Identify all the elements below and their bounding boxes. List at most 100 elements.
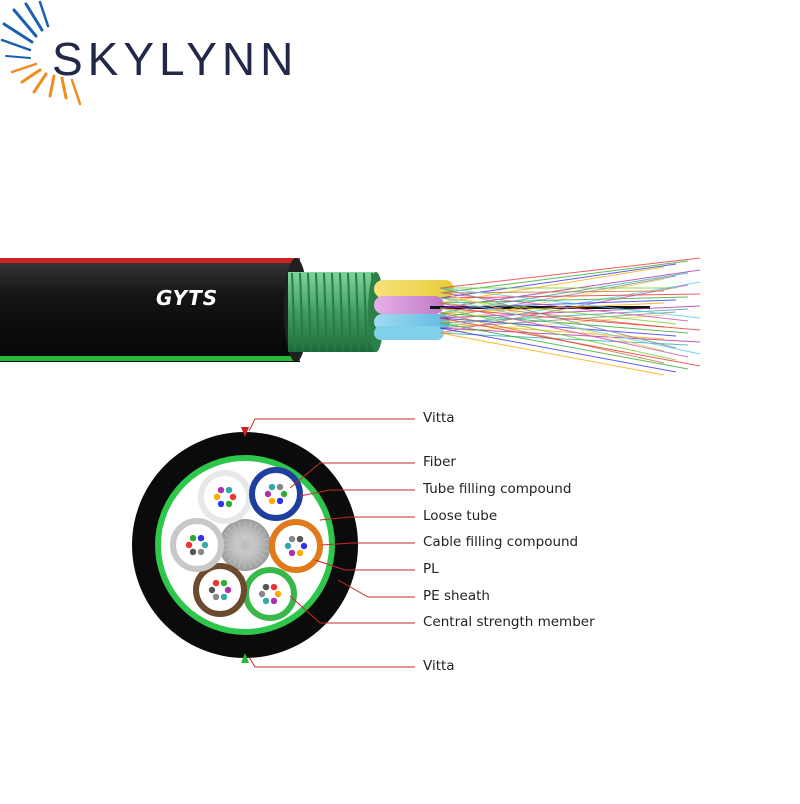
fiber-dot <box>185 541 193 549</box>
callout-vitta-bottom: Vitta <box>423 658 455 674</box>
fiber-dot <box>212 579 220 587</box>
loose-tube <box>198 470 252 524</box>
optical-fiber <box>439 302 665 328</box>
vitta-stripe-red <box>0 258 300 263</box>
fiber-dot <box>217 486 225 494</box>
optical-fiber <box>439 302 689 358</box>
csm-ray <box>244 538 269 546</box>
optical-fiber <box>439 327 677 373</box>
optical-fiber <box>439 307 677 361</box>
callout-leader-line <box>289 462 415 489</box>
callout-leader-line <box>321 542 415 546</box>
loose-tube <box>249 467 303 521</box>
armor-ridge <box>291 272 296 352</box>
optical-fiber <box>439 322 665 340</box>
armor-ridge <box>363 272 368 352</box>
fiber-dot <box>220 579 228 587</box>
csm-ray <box>232 523 246 546</box>
callout-leader-line <box>314 559 415 571</box>
csm-ray <box>244 544 267 558</box>
fiber-dot <box>262 597 270 605</box>
fiber-dot <box>296 535 304 543</box>
callout-central-strength-member: Central strength member <box>423 614 595 630</box>
armor-ridge <box>307 272 312 352</box>
optical-fiber <box>439 312 665 364</box>
callout-loose-tube: Loose tube <box>423 508 498 524</box>
fiber-dot <box>276 497 284 505</box>
armor-ridge <box>339 272 344 352</box>
optical-fiber <box>439 317 677 337</box>
loose-tube-wall <box>249 467 303 521</box>
fiber-dot <box>268 483 276 491</box>
csm-texture <box>221 521 269 569</box>
optical-fiber <box>439 322 689 370</box>
brand-logo-text: SKYLYNN <box>52 33 299 85</box>
loose-tube-wall <box>170 518 224 572</box>
optical-fiber <box>439 317 701 367</box>
armor-ridges <box>291 272 376 352</box>
csm-ray <box>223 532 246 546</box>
callout-leader-line <box>337 579 415 598</box>
fiber-dot <box>213 493 221 501</box>
loose-tube <box>193 563 247 617</box>
loose-tube-wall <box>269 519 323 573</box>
callout-pe-sheath: PE sheath <box>423 588 490 604</box>
fiber-dot <box>189 548 197 556</box>
central-strength-member-rod <box>430 306 650 309</box>
loose-tube-set <box>170 467 323 621</box>
fiber-dot <box>197 548 205 556</box>
callout-leader-line <box>319 516 415 521</box>
fiber-dot <box>296 549 304 557</box>
fiber-dot <box>274 590 282 598</box>
loose-tube <box>269 519 323 573</box>
loose-tube-wall <box>193 563 247 617</box>
csm-ray <box>244 521 252 546</box>
fiber-dot <box>224 586 232 594</box>
fiber-dot <box>264 490 272 498</box>
armor-ridge <box>331 272 336 352</box>
fiber-dot <box>262 583 270 591</box>
optical-fiber <box>439 312 689 334</box>
armor-ridge <box>347 272 352 352</box>
fiber-dot <box>208 586 216 594</box>
callout-pl: PL <box>423 561 439 577</box>
fiber-dot <box>268 497 276 505</box>
csm-ray <box>221 538 246 546</box>
csm-ray <box>223 544 246 558</box>
armor-ridge <box>323 272 328 352</box>
optical-fiber <box>439 297 701 355</box>
cable-cross-section <box>132 427 358 663</box>
optical-fiber <box>439 287 701 319</box>
vitta-bottom-marker <box>241 653 249 663</box>
fiber-dot <box>225 486 233 494</box>
fiber-dot <box>189 534 197 542</box>
cable-model-label: GYTS <box>156 286 219 310</box>
optical-fiber <box>439 293 701 299</box>
csm-ray <box>244 532 267 546</box>
loose-tube-purple <box>374 296 444 314</box>
callout-fiber: Fiber <box>423 454 456 470</box>
csm-ray <box>244 544 263 563</box>
csm-ray <box>244 544 252 569</box>
csm-ray <box>244 523 258 546</box>
csm-ray <box>227 544 246 563</box>
armor-ridge <box>299 272 304 352</box>
csm-ray <box>221 544 246 552</box>
optical-fiber <box>439 257 701 289</box>
callout-leader-line <box>248 656 415 668</box>
csm-ray <box>244 544 269 552</box>
loose-tube-cyan <box>374 326 444 340</box>
fiber-fan <box>439 257 701 376</box>
optical-fiber <box>439 307 701 331</box>
loose-tube <box>243 567 297 621</box>
vitta-stripe-green <box>0 356 300 361</box>
loose-tube <box>170 518 224 572</box>
fiber-dot <box>300 542 308 550</box>
fiber-dot <box>288 549 296 557</box>
optical-fiber <box>439 292 689 322</box>
callout-leader-line <box>289 595 415 624</box>
fiber-dot <box>280 490 288 498</box>
fiber-dot <box>258 590 266 598</box>
